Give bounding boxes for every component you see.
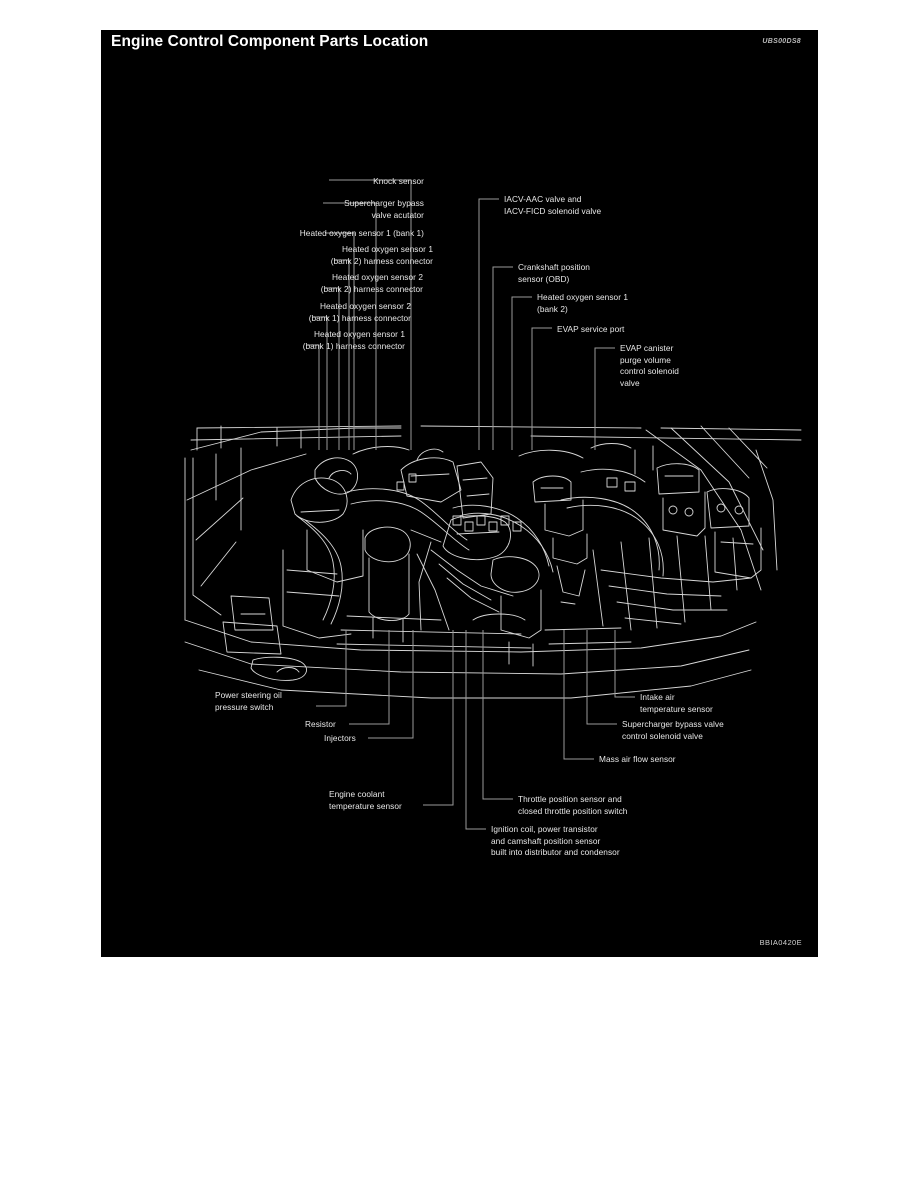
callout-heated-o2-s1-bank1: Heated oxygen sensor 1 (bank 1) <box>299 228 424 238</box>
figure-code: BBIA0420E <box>759 938 802 947</box>
engine-bay-illustration <box>184 425 802 699</box>
callout-heated-o2-s1-bank2-harness: Heated oxygen sensor 1 (bank 2) harness … <box>330 244 433 266</box>
callout-crankshaft-position-sensor: Crankshaft position sensor (OBD) <box>518 262 590 284</box>
document-code: UBS00DS8 <box>762 38 801 45</box>
callout-injectors: Injectors <box>324 733 356 743</box>
callout-evap-service-port: EVAP service port <box>557 324 625 334</box>
callout-power-steering-oil-switch: Power steering oil pressure switch <box>215 690 282 712</box>
callout-supercharger-bypass-solenoid: Supercharger bypass valve control soleno… <box>622 719 724 741</box>
callout-iacv-aac-ficd: IACV-AAC valve and IACV-FICD solenoid va… <box>504 194 602 216</box>
title-bar: Engine Control Component Parts Location … <box>101 30 818 58</box>
page-title: Engine Control Component Parts Location <box>111 33 429 50</box>
callout-intake-air-temperature-sensor: Intake air temperature sensor <box>640 692 713 714</box>
callout-ignition-coil-assembly: Ignition coil, power transistor and cams… <box>491 824 620 858</box>
callout-heated-o2-s2-bank2-harness: Heated oxygen sensor 2 (bank 2) harness … <box>320 272 423 294</box>
callout-throttle-position-sensor: Throttle position sensor and closed thro… <box>518 794 628 816</box>
callout-resistor: Resistor <box>305 719 336 729</box>
callout-supercharger-bypass-actuator: Supercharger bypass valve acutator <box>344 198 424 220</box>
callout-heated-o2-s2-bank1-harness: Heated oxygen sensor 2 (bank 1) harness … <box>308 301 411 323</box>
callout-knock-sensor: Knock sensor <box>373 176 424 186</box>
callout-heated-o2-s1-bank1-harness: Heated oxygen sensor 1 (bank 1) harness … <box>302 329 405 351</box>
callout-mass-air-flow-sensor: Mass air flow sensor <box>599 754 676 764</box>
figure-panel: Engine Control Component Parts Location … <box>101 30 818 957</box>
callout-heated-o2-s1-bank2: Heated oxygen sensor 1 (bank 2) <box>537 292 629 314</box>
callout-engine-coolant-temp-sensor: Engine coolant temperature sensor <box>329 789 402 811</box>
callout-evap-canister-purge: EVAP canister purge volume control solen… <box>620 343 679 388</box>
